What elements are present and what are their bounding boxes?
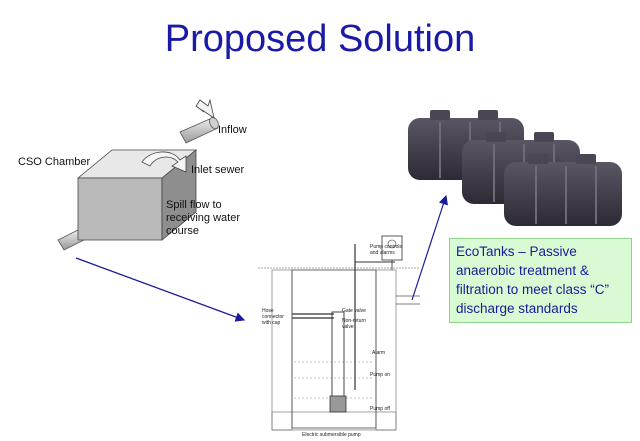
spill-flow-label: Spill flow to receiving water course [166,199,240,237]
gate-valve-label: Gate valve [342,308,366,314]
ecotanks-illustration [408,110,622,226]
tank-front [504,154,622,226]
cso-chamber-illustration [57,98,219,251]
pump-off-label: Pump off [370,406,390,412]
hose-connector-label: Hose connector with cap [262,308,284,326]
non-return-valve-label: Non-return valve [342,318,366,330]
chamber-box [76,149,198,241]
slide-title: Proposed Solution [164,18,476,60]
inlet-sewer-label: Inlet sewer [191,164,245,176]
pump-controls-label: Pump controls and alarms [370,244,402,256]
pump-station-illustration [258,235,420,431]
alarm-label: Alarm [372,350,386,356]
inflow-label: Inflow [218,124,247,136]
arrow-to-ecotanks [411,194,448,301]
pump-on-label: Pump on [370,372,391,378]
ecotanks-description: EcoTanks – Passive anaerobic treatment &… [449,238,632,323]
arrow-to-pump-station [75,257,246,322]
sewer-pipe [57,116,219,251]
cso-chamber-label: CSO Chamber [18,156,91,168]
flow-arrow [141,151,187,173]
pump-name-label: Electric submersible pump [302,432,361,438]
inflow-arrow [195,98,215,119]
